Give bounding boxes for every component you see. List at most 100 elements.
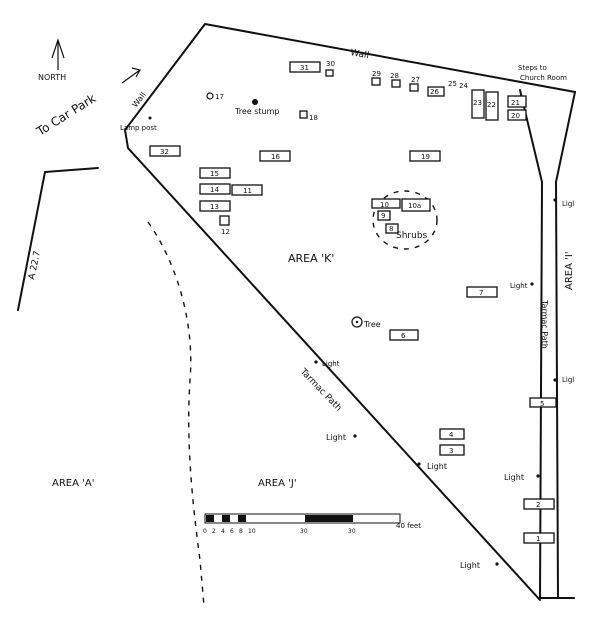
svg-text:11: 11 [243,187,252,195]
plot-32[interactable]: 32 [149,145,181,157]
area-i-label: AREA 'I' [564,251,575,290]
svg-text:5: 5 [540,400,544,408]
scale-bar: 0 2 4 6 8 10 30 30 40 feet [203,513,421,535]
tarmac-path-right-label: Tarmac Path [540,299,549,349]
svg-text:31: 31 [300,64,309,72]
lamp-post-label: Lamp post [120,124,157,132]
plot-2[interactable]: 2 [523,498,555,510]
scale-tick-6: 30 [300,528,308,535]
plot-10[interactable]: 10 [371,198,401,209]
plot-26[interactable]: 26 [427,86,445,97]
svg-text:26: 26 [430,88,439,96]
plot-19[interactable]: 19 [409,150,441,162]
right-tarmac-path [519,89,576,599]
scale-tick-7: 30 [348,528,356,535]
svg-text:20: 20 [511,112,520,120]
svg-text:8: 8 [389,225,393,233]
light-label-3: Light [427,462,447,471]
plot-21[interactable]: 21 [507,95,527,108]
plot-6[interactable]: 6 [389,329,419,341]
church-room-label: Church Room [520,74,567,82]
svg-text:15: 15 [210,170,219,178]
svg-text:21: 21 [511,99,520,107]
svg-text:22: 22 [487,101,496,109]
plot-1[interactable]: 1 [523,532,555,544]
plot-13[interactable]: 13 [199,200,231,212]
scale-tick-4: 8 [239,528,243,535]
plot-31[interactable]: 31 [289,61,321,73]
shrubs-label: Shrubs [396,231,428,241]
car-park-arrow-icon [121,69,141,84]
north-label: NORTH [38,73,66,82]
plots-layer: 1 2 3 4 5 6 7 8 9 10 10a 11 12 13 14 15 … [149,60,557,544]
svg-text:3: 3 [449,447,453,455]
plot-23[interactable]: 23 [471,89,485,119]
wall-top-label: Wall [349,48,369,61]
svg-text:10: 10 [380,201,389,209]
svg-text:18: 18 [309,114,318,122]
plot-15[interactable]: 15 [199,167,231,179]
dashed-boundary [147,221,205,607]
light-label-8: Ligl [562,376,574,384]
plot-20[interactable]: 20 [507,109,527,121]
plot-24[interactable]: 24 [459,82,468,90]
svg-text:28: 28 [390,72,399,80]
light-label-4: Light [504,473,524,482]
svg-text:24: 24 [459,82,468,90]
plot-4[interactable]: 4 [439,428,465,440]
area-j-label: AREA 'J' [258,478,297,489]
plot-7[interactable]: 7 [466,286,498,298]
svg-text:32: 32 [160,148,169,156]
boundary-wall [17,23,576,601]
area-k-label: AREA 'K' [288,252,334,265]
steps-label: Steps to [518,64,547,72]
area-a-label: AREA 'A' [52,478,94,489]
light-label-7: Ligl [562,200,574,208]
scale-tick-0: 0 [203,528,207,535]
north-arrow-icon [51,38,65,70]
tree-label: Tree [363,320,381,329]
tarmac-path-diagonal-label: Tarmac Path [297,366,343,413]
scale-tick-8: 40 feet [396,522,421,530]
plot-8[interactable]: 8 [385,223,399,234]
svg-text:17: 17 [215,93,224,101]
svg-text:2: 2 [536,501,540,509]
to-car-park-label: To Car Park [33,91,98,139]
svg-text:14: 14 [210,186,219,194]
svg-text:12: 12 [221,228,230,236]
svg-text:19: 19 [421,153,430,161]
plot-28[interactable]: 28 [390,72,401,88]
tree-stump-label: Tree stump [234,107,279,116]
plot-10a[interactable]: 10a [401,198,431,212]
svg-text:29: 29 [372,70,381,78]
plot-11[interactable]: 11 [231,184,263,196]
plot-29[interactable]: 29 [371,70,381,86]
plot-12[interactable]: 12 [219,215,230,236]
plot-17[interactable]: 17 [206,92,224,101]
plot-16[interactable]: 16 [259,150,291,162]
wall-left-label: Wall [130,90,147,109]
light-label-1: Light [322,360,340,368]
plot-9[interactable]: 9 [377,210,391,221]
plot-22[interactable]: 22 [485,91,499,121]
plot-14[interactable]: 14 [199,183,231,195]
svg-text:30: 30 [326,60,335,68]
tree-stump-icon [252,99,258,105]
plot-5[interactable]: 5 [529,397,557,408]
svg-text:4: 4 [449,431,454,439]
plot-27[interactable]: 27 [409,76,420,92]
plot-30[interactable]: 30 [325,60,335,77]
scale-tick-2: 4 [221,528,225,535]
light-label-2: Light [326,433,346,442]
svg-text:10a: 10a [408,202,421,210]
svg-text:6: 6 [401,332,406,340]
light-label-6: Light [510,282,528,290]
svg-text:16: 16 [271,153,280,161]
plot-3[interactable]: 3 [439,444,465,456]
lights-layer: Light Light Light Light Light Light Ligl… [314,198,574,570]
plot-25[interactable]: 25 [448,80,457,88]
svg-text:1: 1 [536,535,540,543]
plot-18[interactable]: 18 [299,110,318,122]
scale-tick-5: 10 [248,528,256,535]
